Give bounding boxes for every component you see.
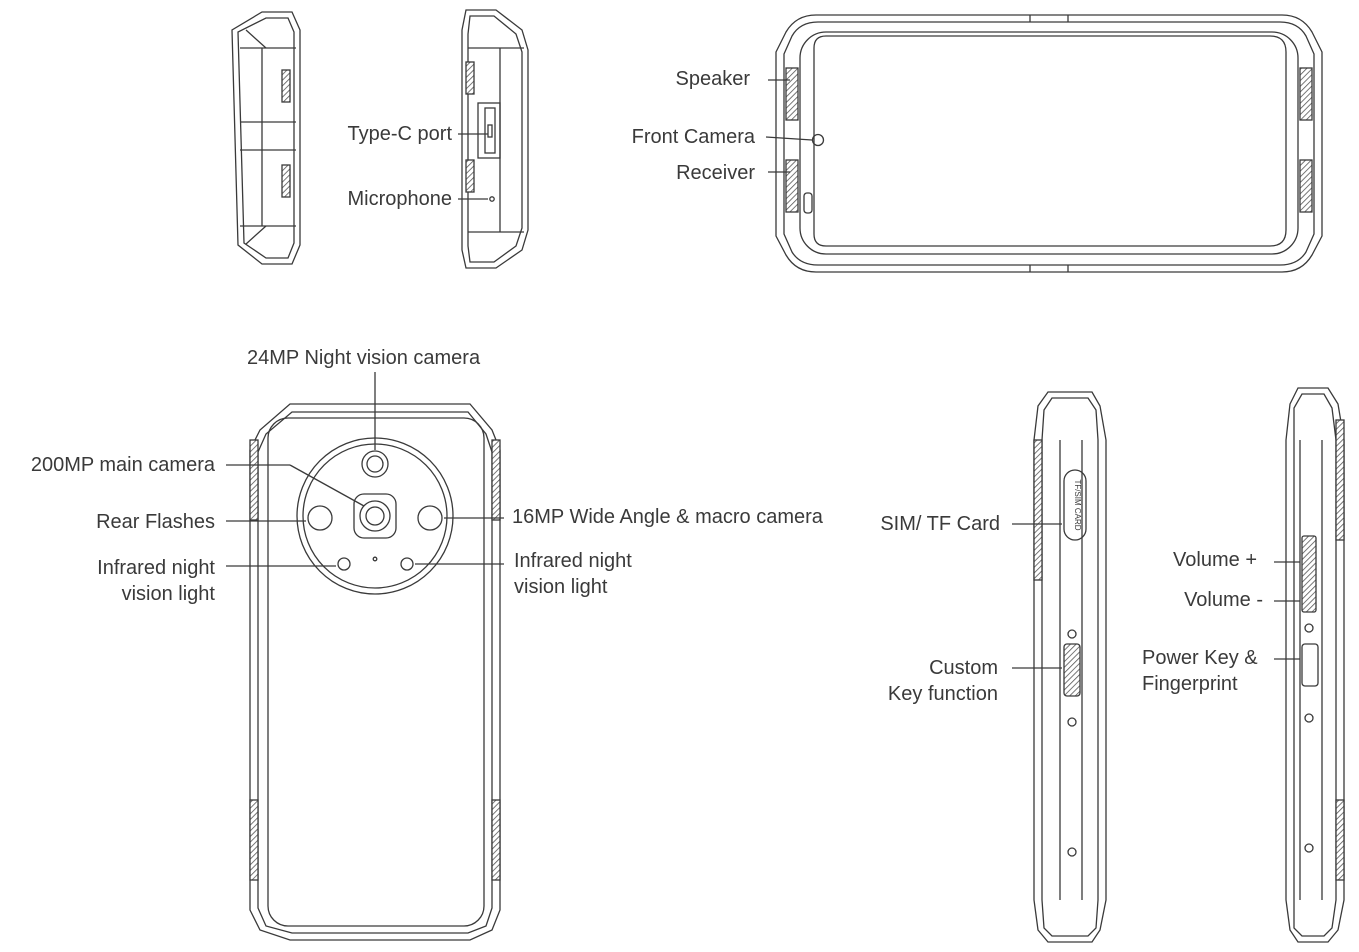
label-microphone: Microphone [347, 188, 452, 210]
label-power-key: Power Key & Fingerprint [1142, 647, 1258, 695]
label-rear-flashes: Rear Flashes [96, 511, 215, 533]
label-sim-tf-card: SIM/ TF Card [880, 513, 1000, 535]
phone-back-view [249, 403, 501, 941]
label-volume-down: Volume - [1184, 589, 1263, 611]
label-receiver: Receiver [676, 162, 755, 184]
label-type-c-port: Type-C port [347, 123, 452, 145]
phone-end-view-left [231, 11, 301, 265]
label-custom-key: Custom Key function [887, 657, 998, 705]
phone-end-view-right [461, 9, 529, 269]
label-infrared-right: Infrared night vision light [514, 550, 632, 598]
leader-lines [226, 79, 1300, 669]
label-volume-up: Volume + [1173, 549, 1257, 571]
phone-front-view [775, 14, 1323, 273]
label-wide-angle-camera: 16MP Wide Angle & macro camera [512, 506, 823, 528]
phone-side-view-left [1033, 391, 1107, 943]
label-infrared-left: Infrared night vision light [97, 557, 215, 605]
label-speaker: Speaker [675, 68, 751, 90]
sim-slot-text: TF/SIM CARD [1073, 479, 1082, 530]
label-main-camera: 200MP main camera [30, 454, 215, 476]
label-night-vision-camera: 24MP Night vision camera [247, 347, 481, 369]
label-front-camera: Front Camera [631, 126, 755, 148]
phone-side-view-right [1285, 387, 1345, 943]
